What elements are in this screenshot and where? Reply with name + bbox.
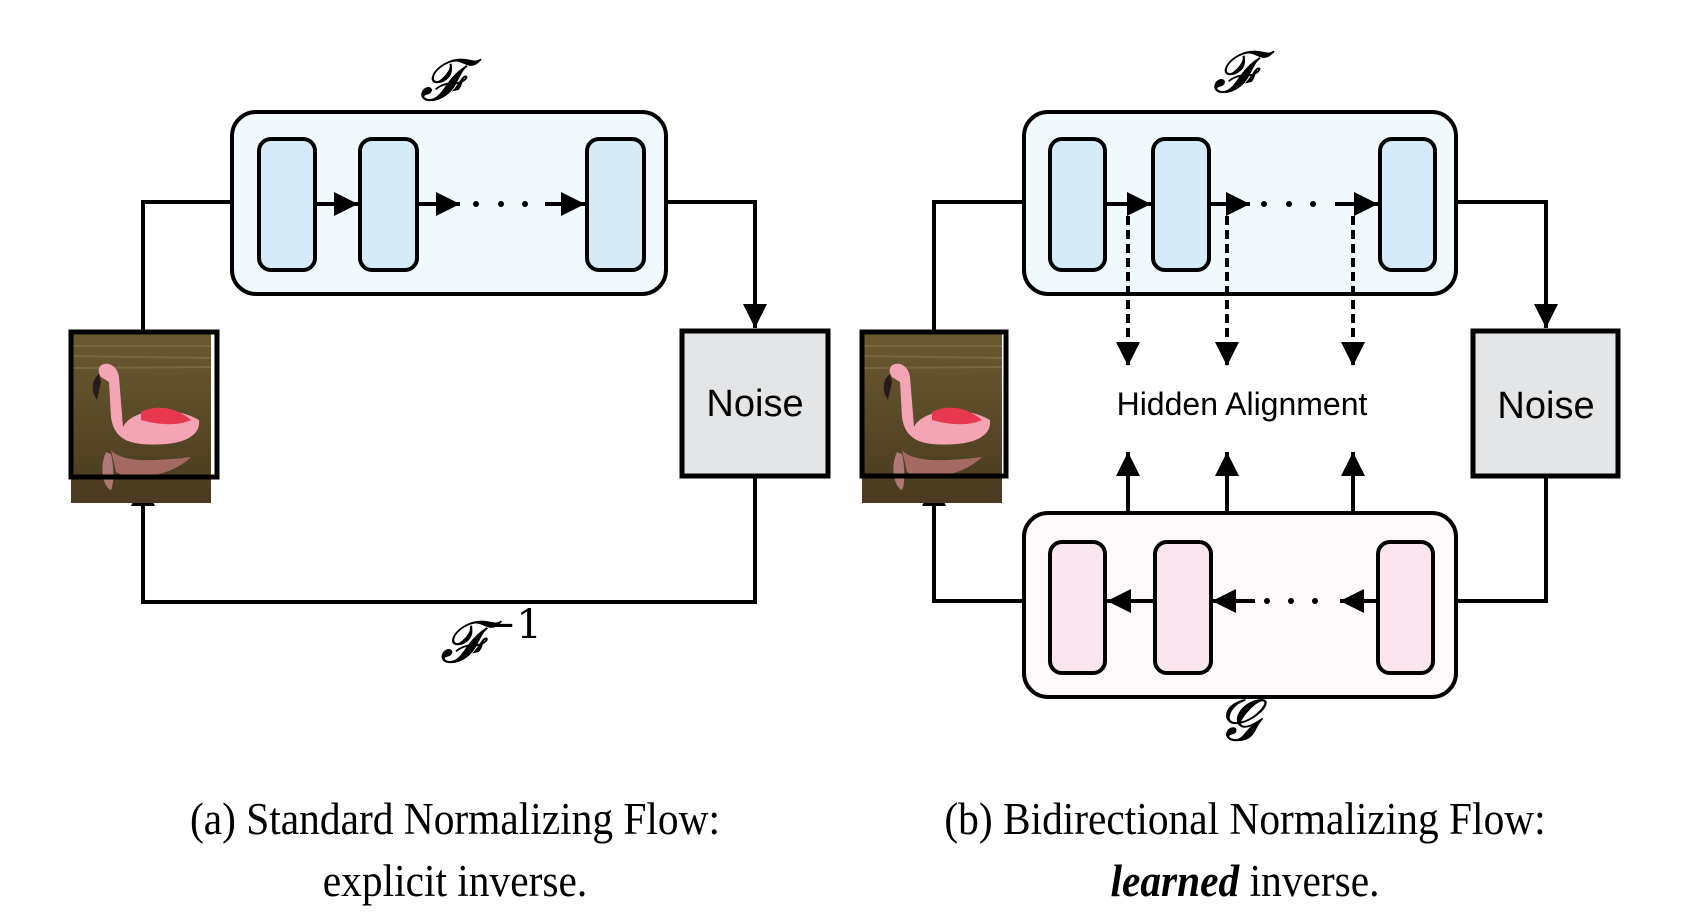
caption-a-line2: explicit inverse. <box>322 856 588 906</box>
forward-flow-block <box>1151 137 1211 272</box>
noise-box <box>1470 328 1621 479</box>
forward-flow-block <box>1378 137 1437 272</box>
image-frame <box>859 329 1009 479</box>
inverse-connector <box>131 477 757 604</box>
panel-b: 𝓕 Hidden Alignment <box>859 38 1621 754</box>
forward-flow-block <box>1048 137 1107 272</box>
caption-b-rest: inverse. <box>1239 856 1380 906</box>
noise-to-inverse-connector <box>1456 477 1548 603</box>
flow-to-noise-connector <box>1456 200 1558 328</box>
forward-flow-block <box>585 137 646 272</box>
inverse-to-image-connector <box>922 482 1024 603</box>
ellipsis-icon <box>1264 598 1318 604</box>
inverse-flow-container <box>1022 511 1458 699</box>
forward-flow-block <box>257 137 317 272</box>
ellipsis-icon <box>1261 201 1316 207</box>
caption-b-line1: (b) Bidirectional Normalizing Flow: <box>944 794 1546 844</box>
caption-b-line2: learned inverse. <box>886 855 1604 907</box>
inverse-flow-label: 𝓕−1 <box>440 602 542 676</box>
forward-flow-block <box>358 137 419 272</box>
panel-a: 𝓕 Noise 𝓕−1 <box>68 46 831 676</box>
forward-flow-label: 𝓕 <box>1213 38 1276 106</box>
image-frame <box>68 329 220 480</box>
inverse-flow-block <box>1153 540 1213 675</box>
noise-label: Noise <box>1497 385 1594 427</box>
forward-flow-label: 𝓕 <box>420 46 483 114</box>
flow-to-noise-connector <box>666 200 767 328</box>
image-to-flow-connector <box>141 200 232 330</box>
image-to-flow-connector <box>932 200 1024 330</box>
hidden-alignment-label: Hidden Alignment <box>1117 386 1368 422</box>
noise-box <box>679 328 831 479</box>
noise-label: Noise <box>706 383 803 425</box>
caption-b-emphasis: learned <box>1110 856 1240 906</box>
ellipsis-icon <box>473 201 528 207</box>
inverse-flow-block <box>1376 540 1435 675</box>
inverse-flow-block <box>1048 540 1107 675</box>
caption-a-line1: (a) Standard Normalizing Flow: <box>189 794 721 844</box>
